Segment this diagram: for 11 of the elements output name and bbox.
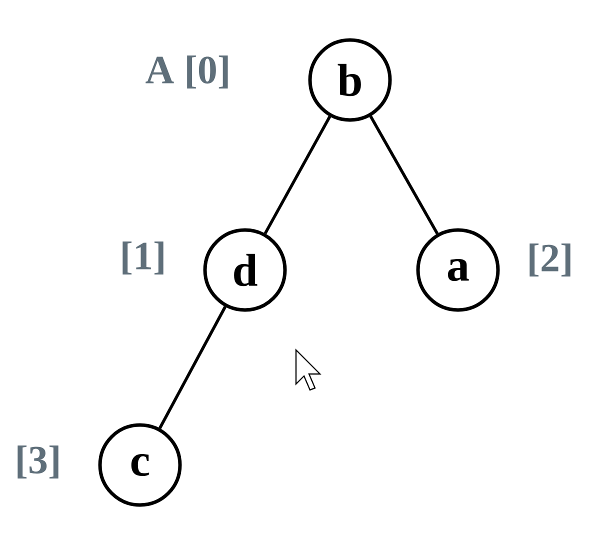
tree-node: b xyxy=(308,38,392,122)
index-label: [3] xyxy=(18,445,58,479)
tree-node: a xyxy=(416,228,500,312)
index-label: [1] xyxy=(122,241,164,275)
tree-edge xyxy=(158,306,227,429)
tree-node: d xyxy=(203,228,287,312)
index-label: A [0] xyxy=(146,55,228,89)
tree-edge xyxy=(369,116,439,234)
index-label: [2] xyxy=(530,243,570,277)
tree-node: c xyxy=(98,423,182,507)
tree-edge xyxy=(264,116,332,234)
